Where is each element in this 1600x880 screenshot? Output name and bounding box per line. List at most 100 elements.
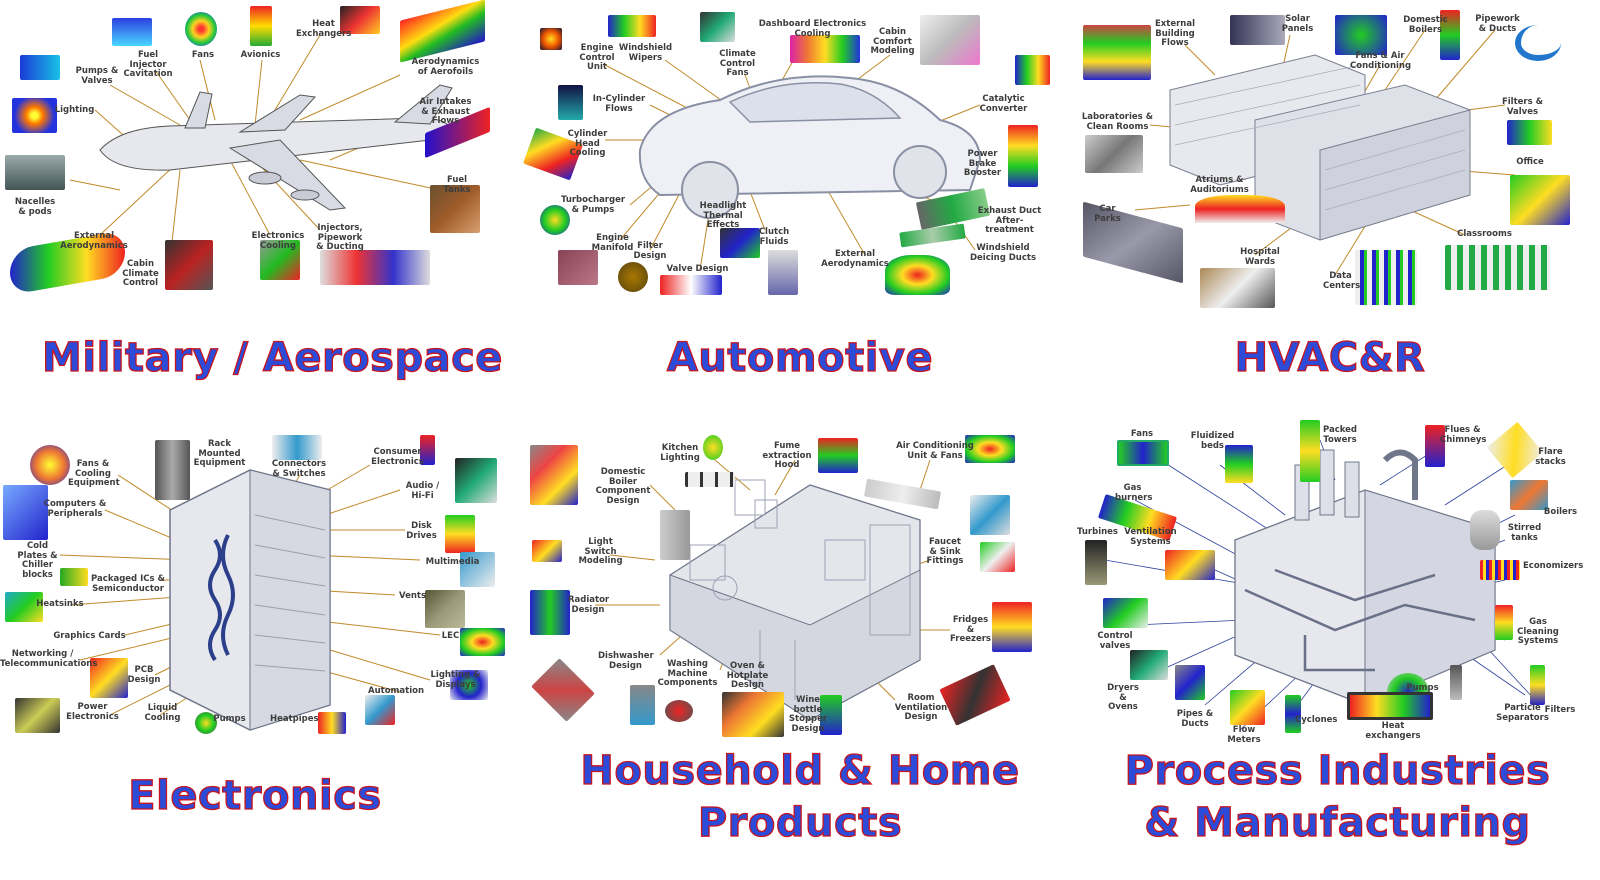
- callout-label: Pumps: [213, 714, 246, 724]
- callout-label: Heatsinks: [36, 599, 84, 609]
- panel-automotive: Engine Control Unit Windshield Wipers Da…: [520, 0, 1050, 320]
- cfd-thumbnail: [558, 250, 598, 285]
- callout-label: In-Cylinder Flows: [592, 94, 646, 114]
- panel-military-aerospace: Pumps & Valves Fuel Injector Cavitation …: [0, 0, 510, 320]
- callout-label: Vents: [398, 591, 427, 601]
- cfd-thumbnail: [365, 695, 395, 725]
- callout-label: Pumps & Valves: [75, 66, 119, 86]
- callout-label: Filter Design: [633, 241, 667, 261]
- callout-label: Rack Mounted Equipment: [193, 439, 246, 468]
- panel-process-industries: Fans Fluidized beds Packed Towers Flues …: [1075, 420, 1600, 744]
- panel-household: Kitchen Lighting Fume extraction Hood Ai…: [520, 430, 1045, 750]
- car-illustration: [604, 39, 982, 271]
- callout-label: Exhaust Duct After-treatment: [977, 206, 1042, 235]
- callout-label: Engine Control Unit: [579, 43, 615, 72]
- callout-label: Light Switch Modeling: [578, 537, 623, 566]
- cfd-thumbnail: [1495, 605, 1513, 640]
- cfd-thumbnail: [722, 692, 784, 737]
- callout-label: Power Brake Booster: [963, 149, 1002, 178]
- cfd-thumbnail: [965, 435, 1015, 463]
- cfd-thumbnail: [20, 55, 60, 80]
- callout-label: Classrooms: [1457, 229, 1512, 239]
- cfd-thumbnail: [768, 250, 798, 295]
- cfd-thumbnail: [1225, 445, 1253, 483]
- cfd-thumbnail: [992, 602, 1032, 652]
- callout-label: PCB Design: [127, 665, 161, 685]
- cfd-thumbnail: [818, 438, 858, 473]
- callout-label: Multimedia: [425, 557, 480, 567]
- cfd-thumbnail: [608, 15, 656, 37]
- cfd-thumbnail: [455, 458, 497, 503]
- cfd-thumbnail: [630, 685, 655, 725]
- cfd-thumbnail: [272, 435, 322, 460]
- cfd-thumbnail: [12, 98, 57, 133]
- cfd-thumbnail: [420, 435, 435, 465]
- cfd-thumbnail: [340, 6, 380, 34]
- building-illustration: [1134, 29, 1516, 276]
- cfd-thumbnail: [530, 445, 578, 505]
- callout-label: Heatpipes: [270, 714, 319, 724]
- cfd-thumbnail: [1450, 665, 1462, 700]
- callout-label: Flare stacks: [1535, 447, 1566, 467]
- callout-label: External Aerodynamics: [821, 249, 889, 269]
- callout-label: Engine Manifold: [591, 233, 634, 253]
- cfd-thumbnail: [155, 440, 190, 500]
- callout-label: Domestic Boilers: [1403, 15, 1448, 35]
- cfd-thumbnail: [1425, 425, 1445, 467]
- cfd-thumbnail: [1130, 650, 1168, 680]
- callout-label: Electronics Cooling: [251, 231, 305, 251]
- callout-label: Packed Towers: [1322, 425, 1358, 445]
- cfd-thumbnail: [665, 700, 693, 722]
- callout-label: Networking / Telecommunications: [0, 649, 98, 669]
- cfd-thumbnail: [885, 255, 950, 295]
- callout-label: Automation: [368, 686, 424, 696]
- cfd-thumbnail: [980, 542, 1015, 572]
- cfd-thumbnail: [700, 12, 735, 42]
- cfd-thumbnail: [318, 712, 346, 734]
- panel-hvacr: External Building Flows Solar Panels Dom…: [1075, 0, 1600, 320]
- cfd-thumbnail: [165, 240, 213, 290]
- cfd-thumbnail: [532, 540, 562, 562]
- callout-label: Clutch Fluids: [758, 227, 790, 247]
- cfd-thumbnail: [1083, 25, 1151, 80]
- section-title-hvacr: HVAC&R: [1234, 334, 1426, 381]
- cfd-thumbnail: [1165, 550, 1215, 580]
- callout-label: Lighting & Displays: [430, 670, 481, 690]
- cfd-thumbnail: [820, 695, 842, 735]
- cfd-thumbnail: [1445, 245, 1550, 290]
- callout-label: Air Conditioning Unit & Fans: [896, 441, 974, 461]
- callout-label: Domestic Boiler Component Design: [595, 467, 651, 506]
- callout-label: Gas Cleaning Systems: [1517, 617, 1559, 646]
- cfd-thumbnail: [430, 185, 480, 233]
- section-title-household: Household & Home Products: [580, 747, 1020, 846]
- callout-label: Disk Drives: [406, 521, 437, 541]
- cfd-thumbnail: [1117, 440, 1169, 466]
- cfd-thumbnail: [1200, 268, 1275, 308]
- callout-label: Particle Separators: [1496, 703, 1549, 723]
- cfd-thumbnail: [445, 515, 475, 553]
- cfd-thumbnail: [1085, 540, 1107, 585]
- server-rack-illustration: [59, 464, 441, 731]
- callout-label: Ventilation Systems: [1124, 527, 1177, 547]
- callout-label: Fluidized beds: [1190, 431, 1235, 451]
- callout-label: Consumer Electronics: [371, 447, 424, 467]
- callout-label: Solar Panels: [1281, 14, 1314, 34]
- cfd-thumbnail: [425, 590, 465, 628]
- cfd-thumbnail: [558, 85, 583, 120]
- callout-label: Pipes & Ducts: [1176, 709, 1214, 729]
- callout-label: External Aerodynamics: [60, 231, 128, 251]
- callout-label: Avionics: [240, 50, 281, 60]
- cfd-thumbnail: [3, 485, 48, 540]
- callout-label: Washing Machine Components: [657, 659, 718, 688]
- callout-label: Turbocharger & Pumps: [560, 195, 626, 215]
- callout-label: Room Ventilation Design: [894, 693, 948, 722]
- cfd-thumbnail: [112, 18, 152, 46]
- callout-label: Dryers & Ovens: [1107, 683, 1139, 712]
- cfd-thumbnail: [15, 698, 60, 733]
- callout-label: Catalytic Converter: [979, 94, 1028, 114]
- callout-label: Graphics Cards: [53, 631, 126, 641]
- cfd-thumbnail: [1085, 135, 1143, 173]
- cfd-thumbnail: [540, 205, 570, 235]
- callout-label: Gas burners: [1115, 483, 1153, 503]
- callout-label: Fans & Cooling Equipment: [68, 459, 120, 488]
